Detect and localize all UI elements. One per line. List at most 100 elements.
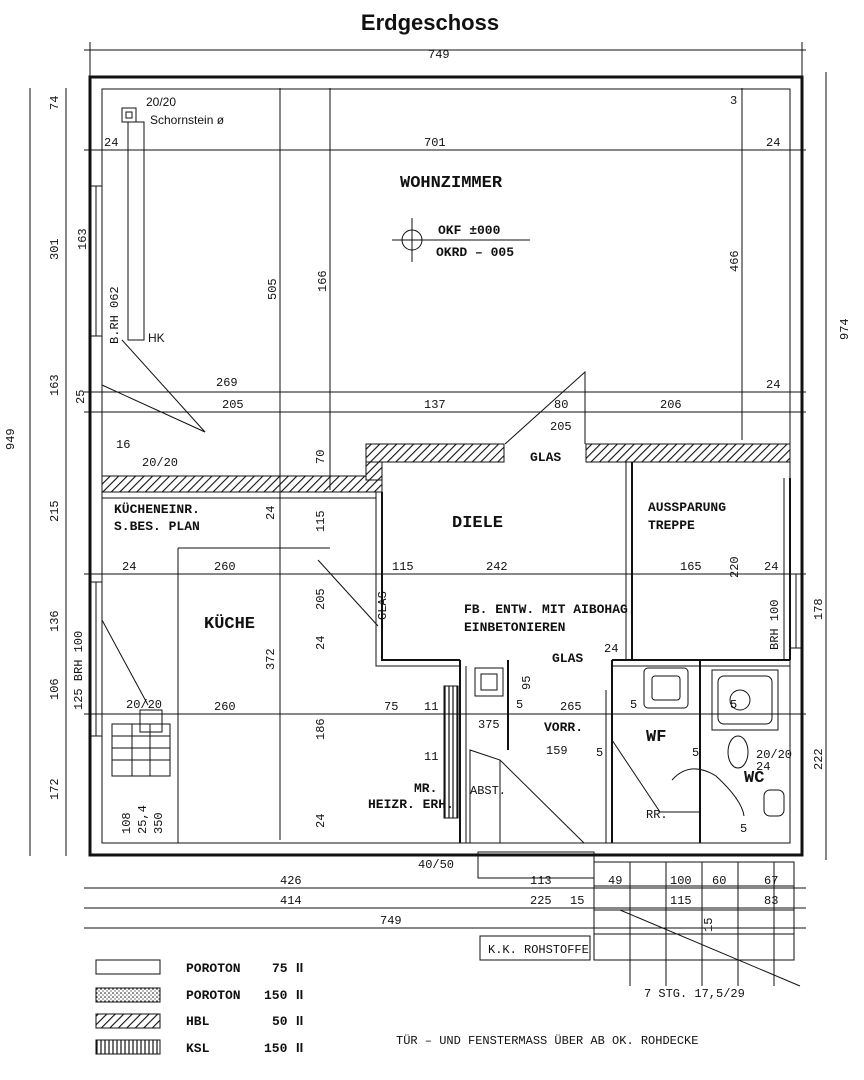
stair-left: [111, 709, 171, 777]
legend-value-2: 150: [264, 988, 288, 1003]
dim-205b: 205: [550, 420, 572, 434]
dim-left-301: 301: [48, 238, 62, 260]
dim-5-c: 5: [730, 698, 737, 712]
dim-16: 16: [116, 438, 130, 452]
brh-left-label: B.RH 062: [108, 286, 122, 344]
fb-1: FB. ENTW. MIT AIBOHAG.: [464, 602, 636, 617]
dim-100: 100: [670, 874, 692, 888]
legend: POROTON 75 II POROTON 150 II HBL 50 II K…: [95, 959, 303, 1056]
chimney: [101, 107, 206, 433]
dim-left-172: 172: [48, 778, 62, 800]
dim-83: 83: [764, 894, 778, 908]
dim-2020a: 20/20: [142, 456, 178, 470]
dim-701: 701: [424, 136, 446, 150]
dim-24-f: 24: [264, 506, 278, 520]
dim-2055: 205: [222, 398, 244, 412]
dim-220: 220: [728, 556, 742, 578]
dim-186: 186: [314, 718, 328, 740]
glas-vert: GLAS: [376, 591, 390, 620]
okrd-label: OKRD – 005: [436, 245, 514, 260]
dim-1135: 113: [530, 874, 552, 888]
dim-49: 49: [608, 874, 622, 888]
dim-3: 3: [730, 94, 737, 108]
dim-2425: 242: [486, 560, 508, 574]
dimension-lines: [29, 42, 827, 929]
dim-749b: 749: [380, 914, 402, 928]
dim-2605b: 260: [214, 700, 236, 714]
dim-left-106: 106: [48, 678, 62, 700]
fb-2: EINBETONIEREN: [464, 620, 565, 635]
dim-2020b: 20/20: [126, 698, 162, 712]
dim-137: 137: [424, 398, 446, 412]
dim-205c: 205: [314, 588, 328, 610]
dim-426: 426: [280, 874, 302, 888]
stair-opening: [504, 370, 586, 445]
dim-1595: 159: [546, 744, 568, 758]
stair-box-2: 25,4: [136, 805, 150, 834]
room-diele: DIELE: [452, 514, 503, 533]
dim-24-j: 24: [756, 760, 770, 774]
schornstein-size: 20/20: [146, 95, 176, 109]
aussparung-1: AUSSPARUNG: [648, 500, 726, 515]
level-marker: OKF ±000 OKRD – 005: [392, 218, 530, 262]
dim-24-e: 24: [764, 560, 778, 574]
legend-swatch-2: [95, 987, 161, 1003]
stair-box-3: 350: [152, 812, 166, 834]
kk-label: K.K. ROHSTOFFE: [488, 943, 589, 957]
dim-805: 80: [554, 398, 568, 412]
sanitary: [643, 667, 785, 817]
brh-left2: 125 BRH 100: [72, 631, 86, 710]
shaft-diele: [474, 667, 504, 697]
dim-left-136: 136: [48, 610, 62, 632]
exterior-steps: [477, 851, 801, 987]
dim-5-e: 5: [692, 746, 699, 760]
dim-1155: 115: [314, 510, 328, 532]
dim-3725: 372: [264, 648, 278, 670]
legend-value-1: 75: [272, 961, 288, 976]
schornstein-label: Schornstein ø: [150, 113, 225, 127]
dim-right-overall: 974: [838, 318, 852, 340]
dim-top-overall: 749: [428, 48, 450, 62]
legend-name-1: POROTON: [186, 961, 241, 976]
dim-4050: 40/50: [418, 858, 454, 872]
dim-375: 375: [478, 718, 500, 732]
mr-1: MR.: [414, 781, 437, 796]
room-labels: WOHNZIMMER DIELE KÜCHE WF WC: [204, 174, 764, 788]
dim-115: 115: [392, 560, 414, 574]
dim-right-466: 466: [728, 250, 742, 272]
legend-swatch-1: [95, 959, 161, 975]
legend-unit-3: II: [296, 1013, 303, 1028]
legend-swatch-3: [95, 1013, 161, 1029]
vorr: VORR.: [544, 720, 583, 735]
dim-5-a: 5: [516, 698, 523, 712]
dim-225: 225: [530, 894, 552, 908]
legend-swatch-4: [95, 1039, 161, 1055]
dim-left-163b: 163: [48, 374, 62, 396]
dim-5-f: 5: [740, 822, 747, 836]
dim-166: 166: [316, 270, 330, 292]
dim-left-163a: 163: [76, 228, 90, 250]
kuecheneinr-2: S.BES. PLAN: [114, 519, 200, 534]
dim-414: 414: [280, 894, 302, 908]
dim-left-25: 25: [74, 390, 88, 404]
legend-name-2: POROTON: [186, 988, 241, 1003]
hbl-wall: [101, 443, 791, 493]
dim-70: 70: [314, 450, 328, 464]
dim-right-222: 222: [812, 748, 826, 770]
dim-2605a: 260: [214, 560, 236, 574]
stg-label: 7 STG. 17,5/29: [644, 987, 745, 1001]
door-swings: [101, 559, 700, 844]
room-kueche: KÜCHE: [204, 614, 255, 634]
glas-top: GLAS: [530, 450, 561, 465]
dim-24-a: 24: [104, 136, 118, 150]
legend-value-4: 150: [264, 1041, 288, 1056]
stair-box-1: 108: [120, 812, 134, 834]
page-title: Erdgeschoss: [361, 10, 499, 35]
dim-24-d: 24: [122, 560, 136, 574]
dim-left-74: 74: [48, 96, 62, 110]
hk-label: HK: [148, 331, 165, 345]
rr: RR.: [646, 808, 668, 822]
dim-24-b: 24: [766, 136, 780, 150]
dim-115c: 11: [424, 750, 438, 764]
